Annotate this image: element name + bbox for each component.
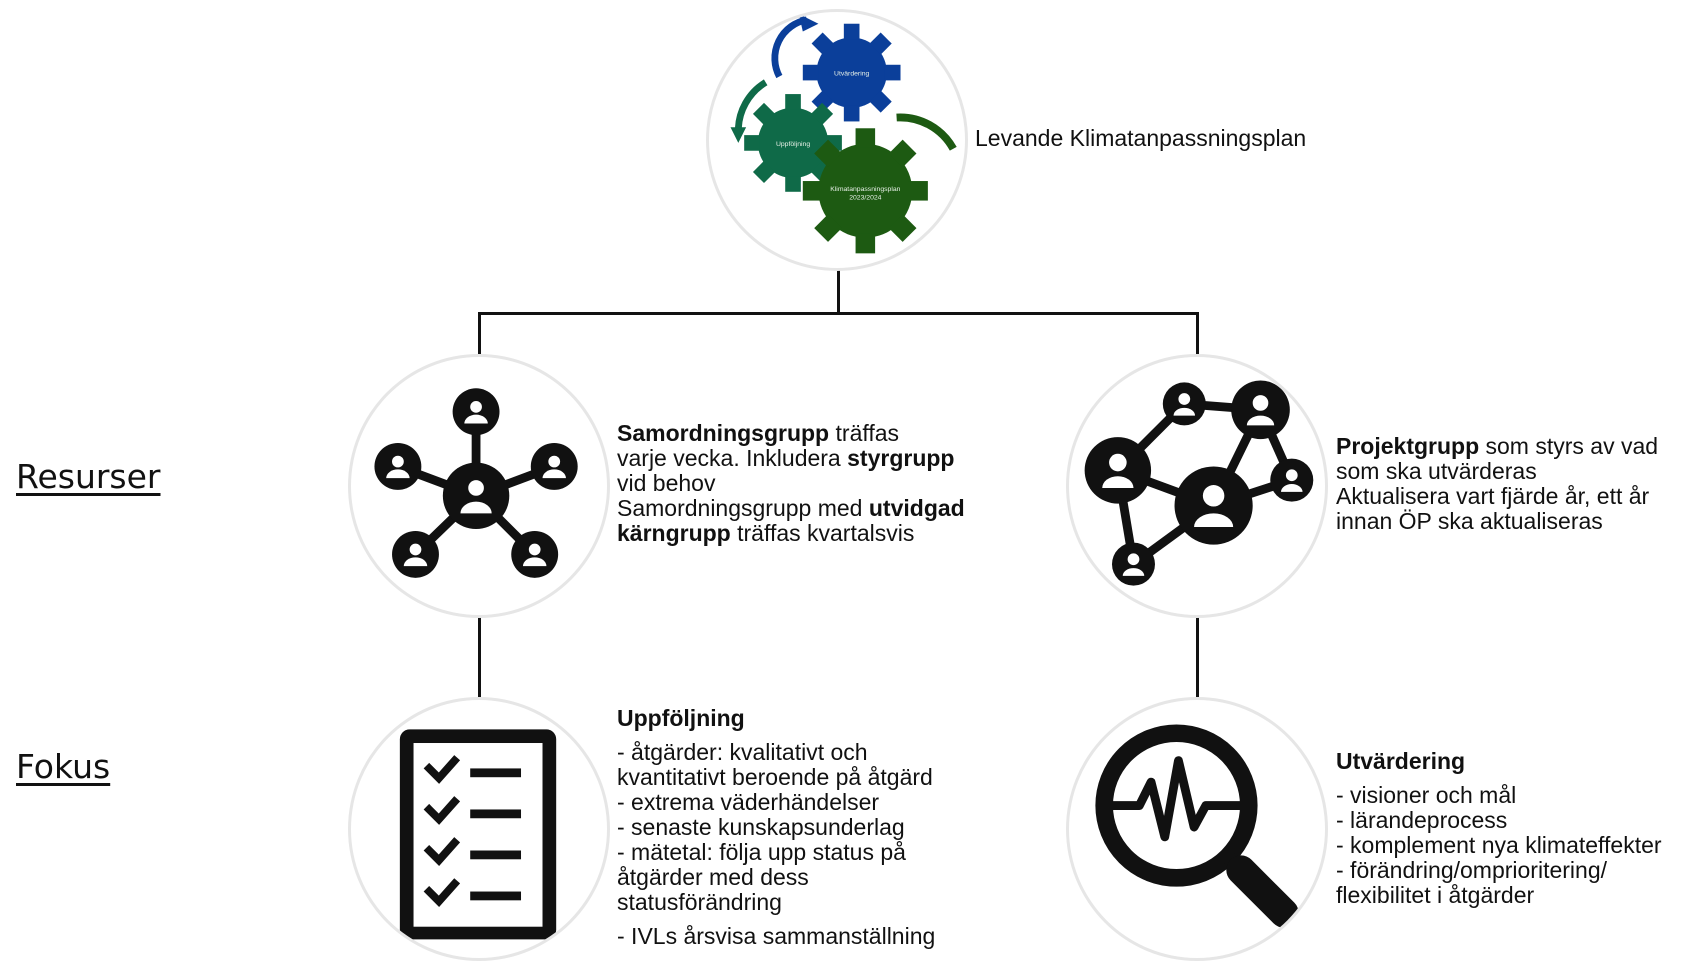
focus-left-line: åtgärder med dess [617, 864, 809, 890]
focus-left-line: statusförändring [617, 889, 782, 915]
focus-left-heading: Uppföljning [617, 705, 745, 731]
network-graph-icon [1084, 380, 1314, 586]
gears-icon: Utvärdering Uppföljning [730, 13, 957, 254]
styrgrupp-bold: styrgrupp [847, 445, 955, 471]
focus-right-heading: Utvärdering [1336, 748, 1466, 774]
connector-left-lower [478, 617, 481, 697]
connector-horizontal [478, 312, 1199, 315]
focus-left-text: Uppföljning - åtgärder: kvalitativt och … [617, 706, 977, 949]
row-label-focus: Fokus [16, 747, 111, 786]
focus-left-line: kvantitativt beroende på åtgärd [617, 764, 933, 790]
focus-left-line: - åtgärder: kvalitativt och [617, 739, 868, 765]
resources-right-t5: innan ÖP ska aktualiseras [1336, 508, 1603, 534]
checklist-icon [399, 729, 557, 940]
connector-top-vertical [837, 270, 840, 314]
resources-right-text: Projektgrupp som styrs av vad som ska ut… [1336, 434, 1681, 534]
resources-left-t5: vid behov [617, 470, 716, 496]
resources-right-t3: som ska utvärderas [1336, 458, 1537, 484]
focus-left-line: - extrema väderhändelser [617, 789, 880, 815]
focus-left-line: - mätetal: följa upp status på [617, 839, 906, 865]
gears-circle: Utvärdering Uppföljning [706, 9, 968, 271]
samordningsgrupp-bold: Samordningsgrupp [617, 420, 830, 446]
resources-left-text: Samordningsgrupp träffas varje vecka. In… [617, 421, 1007, 546]
connector-right-lower [1196, 617, 1199, 697]
gear-label-followup: Uppföljning [776, 141, 810, 148]
focus-left-line: - senaste kunskapsunderlag [617, 814, 905, 840]
focus-right-text: Utvärdering - visioner och mål - lärande… [1336, 749, 1681, 908]
gear-label-plan-year: 2023/2024 [849, 195, 881, 202]
gear-label-evaluation: Utvärdering [834, 71, 869, 78]
focus-left-last-line: - IVLs årsvisa sammanställning [617, 923, 936, 949]
hub-network-circle [348, 354, 610, 618]
utvidgad-bold: utvidgad [868, 495, 965, 521]
magnifier-pulse-icon [1095, 724, 1299, 928]
connector-left-drop [478, 312, 481, 354]
focus-right-line: flexibilitet i åtgärder [1336, 882, 1535, 908]
focus-right-line: - lärandeprocess [1336, 807, 1508, 833]
resources-left-t2: träffas [829, 420, 900, 446]
resources-left-t3: varje vecka. Inkludera [617, 445, 848, 471]
plan-title: Levande Klimatanpassningsplan [975, 125, 1307, 151]
row-label-resources: Resurser [16, 457, 161, 496]
resources-right-t4: Aktualisera vart fjärde år, ett år [1336, 483, 1650, 509]
projektgrupp-bold: Projektgrupp [1336, 433, 1480, 459]
magnifier-circle [1066, 697, 1328, 961]
focus-right-line: - komplement nya klimateffekter [1336, 832, 1662, 858]
resources-right-t2: som styrs av vad [1479, 433, 1659, 459]
resources-left-t9: träffas kvartalsvis [730, 520, 915, 546]
checklist-circle [348, 697, 610, 961]
resources-left-t6: Samordningsgrupp med [617, 495, 869, 521]
connector-right-drop [1196, 312, 1199, 354]
focus-right-line: - förändring/omprioritering/ [1336, 857, 1608, 883]
graph-network-circle [1066, 354, 1328, 618]
karngrupp-bold: kärngrupp [617, 520, 731, 546]
focus-right-line: - visioner och mål [1336, 782, 1517, 808]
gear-label-plan: Klimatanpassningsplan [830, 186, 900, 193]
network-hub-icon [374, 388, 578, 578]
